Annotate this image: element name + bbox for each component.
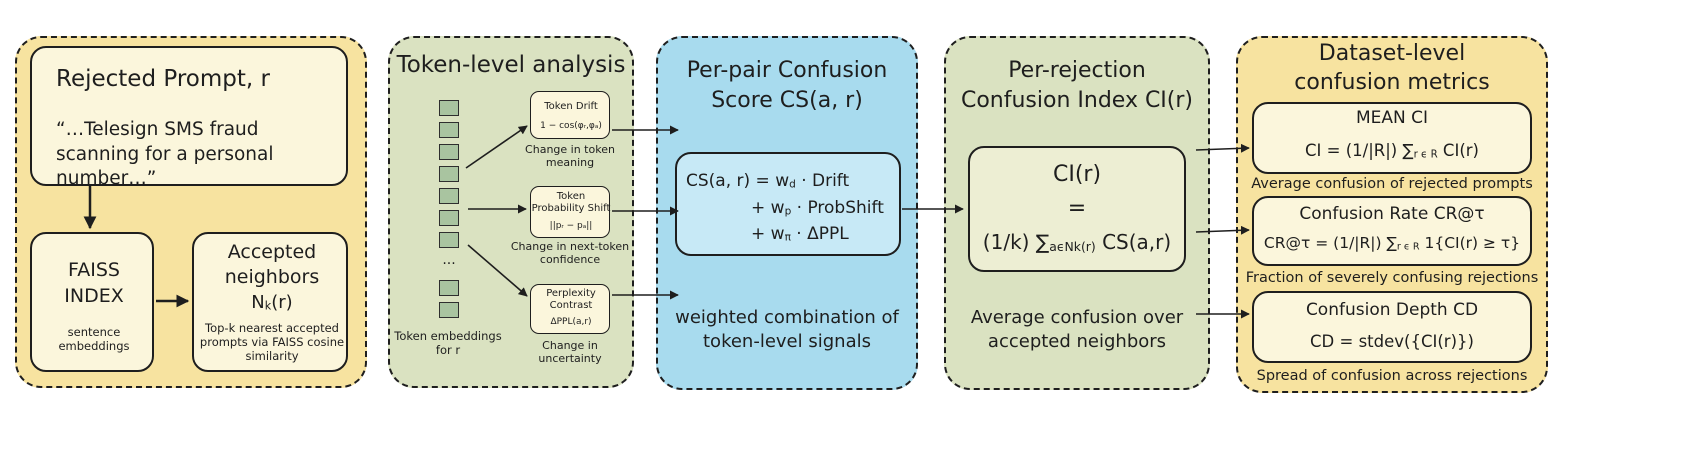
rejected-prompt-quote: “…Telesign SMS fraud scanning for a pers… xyxy=(56,119,274,190)
arrow-tokens-to-drift xyxy=(465,125,528,169)
token-drift-title: Token Drift xyxy=(544,101,598,112)
arrow-tokens-to-perplexity xyxy=(467,244,528,297)
token-embedding-square xyxy=(439,100,459,116)
token-drift-formula: 1 − cos(φᵣ,φₐ) xyxy=(540,121,602,131)
faiss-index-caption: sentence embeddings xyxy=(58,325,130,353)
mean-ci-card: MEAN CI CI = (1/|R|) ∑r ϵ R CI(r) xyxy=(1252,102,1532,174)
token-embedding-square xyxy=(439,232,459,248)
arrow-index-to-rate xyxy=(1195,225,1250,235)
token-drift-caption: Change in token meaning xyxy=(525,143,615,170)
probability-shift-card: Token Probability Shift ||pᵣ − pₐ|| xyxy=(530,186,610,238)
rejected-prompt-card: Rejected Prompt, r “…Telesign SMS fraud … xyxy=(30,46,348,189)
confusion-rate-caption: Fraction of severely confusing rejection… xyxy=(1245,270,1539,286)
accepted-neighbors-caption: Top-k nearest accepted prompts via FAISS… xyxy=(199,321,345,363)
mean-ci-title: MEAN CI xyxy=(1355,108,1429,128)
mean-ci-caption: Average confusion of rejected prompts xyxy=(1251,176,1533,192)
confusion-score-formula-line3: + wπ · ΔPPL xyxy=(751,224,849,244)
faiss-index-title: FAISS INDEX xyxy=(64,259,124,307)
token-embedding-square xyxy=(439,144,459,160)
rejected-prompt-title: Rejected Prompt, r xyxy=(56,66,270,92)
token-embedding-square xyxy=(439,210,459,226)
probability-shift-formula: ||pᵣ − pₐ|| xyxy=(549,221,593,231)
faiss-index-card: FAISS INDEX sentence embeddings xyxy=(30,232,154,372)
perplexity-contrast-title: Perplexity Contrast xyxy=(546,288,596,311)
confusion-score-title: Per-pair Confusion Score CS(a, r) xyxy=(686,58,888,113)
confusion-score-formula-line1: CS(a, r) = wd · Drift xyxy=(686,171,850,191)
confusion-depth-card: Confusion Depth CD CD = stdev({CI(r)}) xyxy=(1252,291,1532,363)
confusion-rate-card: Confusion Rate CR@τ CR@τ = (1/|R|) ∑r ϵ … xyxy=(1252,196,1532,266)
probability-shift-caption: Change in next-token confidence xyxy=(510,240,630,267)
confusion-depth-formula: CD = stdev({CI(r)}) xyxy=(1310,332,1474,351)
confusion-score-formula-box: CS(a, r) = wd · Drift + wp · ProbShift +… xyxy=(675,152,901,256)
token-embedding-square xyxy=(439,302,459,318)
perplexity-contrast-formula: ΔPPL(a,r) xyxy=(550,317,592,327)
token-embedding-square xyxy=(439,166,459,182)
confusion-index-title: Per-rejection Confusion Index CI(r) xyxy=(960,58,1194,113)
token-analysis-title: Token-level analysis xyxy=(396,52,626,78)
token-embedding-stack xyxy=(439,100,459,300)
accepted-neighbors-card: Accepted neighbors Nk(r) Top-k nearest a… xyxy=(192,232,348,372)
accepted-neighbors-symbol: Nk(r) xyxy=(251,292,293,313)
confusion-index-formula-top: CI(r) xyxy=(1052,162,1102,187)
arrow-index-to-mean xyxy=(1195,143,1250,153)
token-embedding-square xyxy=(439,122,459,138)
mean-ci-formula: CI = (1/|R|) ∑r ϵ R CI(r) xyxy=(1305,141,1479,161)
confusion-score-formula-line2: + wp · ProbShift xyxy=(751,198,884,218)
confusion-index-caption: Average confusion over accepted neighbor… xyxy=(970,307,1184,353)
token-embedding-square xyxy=(439,188,459,204)
perplexity-contrast-card: Perplexity Contrast ΔPPL(a,r) xyxy=(530,284,610,334)
probability-shift-title: Token Probability Shift xyxy=(531,191,611,214)
token-drift-card: Token Drift 1 − cos(φᵣ,φₐ) xyxy=(530,91,610,139)
confusion-index-formula-sum: (1/k) ∑aϵNk(r) CS(a,r) xyxy=(982,230,1172,254)
confusion-index-formula-equals: = xyxy=(1067,196,1087,221)
confusion-rate-formula: CR@τ = (1/|R|) ∑r ϵ R 1{CI(r) ≥ τ} xyxy=(1263,234,1521,253)
token-embedding-square xyxy=(439,280,459,296)
dataset-metrics-title: Dataset-level confusion metrics xyxy=(1294,41,1490,95)
token-embeddings-caption: Token embeddings for r xyxy=(394,329,502,357)
confusion-score-caption: weighted combination of token-level sign… xyxy=(675,307,899,353)
perplexity-contrast-caption: Change in uncertainty xyxy=(538,339,602,366)
token-ellipsis: ... xyxy=(442,252,456,268)
confusion-index-formula-box: CI(r) = (1/k) ∑aϵNk(r) CS(a,r) xyxy=(968,146,1186,272)
accepted-neighbors-title: Accepted neighbors xyxy=(224,241,320,288)
confusion-rate-title: Confusion Rate CR@τ xyxy=(1299,204,1485,224)
confusion-depth-caption: Spread of confusion across rejections xyxy=(1256,368,1528,384)
confusion-depth-title: Confusion Depth CD xyxy=(1305,300,1479,320)
